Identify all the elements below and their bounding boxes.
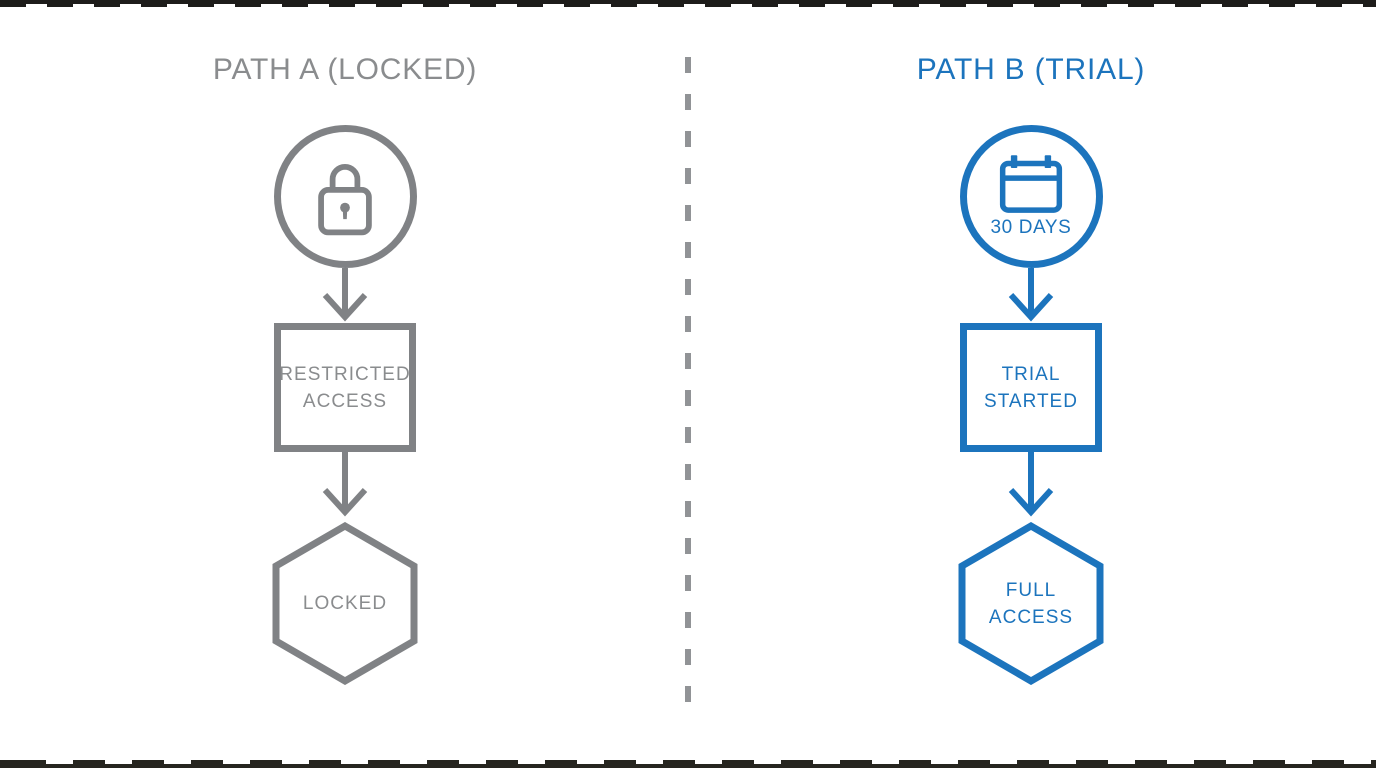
path-b-start-node: 30 DAYS xyxy=(959,125,1103,268)
path-b-end-node: FULL ACCESS xyxy=(958,522,1104,685)
path-b-title: PATH B (TRIAL) xyxy=(916,53,1146,86)
label-line: FULL xyxy=(1005,579,1057,601)
path-a-start-node xyxy=(273,125,417,268)
path-a-process-node: RESTRICTED ACCESS xyxy=(274,323,416,452)
dashed-divider xyxy=(685,57,691,703)
path-b-process-label: TRIAL STARTED xyxy=(984,361,1078,415)
lock-icon xyxy=(318,163,372,235)
path-a-column: PATH A (LOCKED) RESTRICTED ACCESS xyxy=(185,0,505,685)
path-b-column: PATH B (TRIAL) 30 DAYS TRIAL STARTED xyxy=(871,0,1191,685)
path-a-title: PATH A (LOCKED) xyxy=(212,53,478,86)
path-a-end-label: LOCKED xyxy=(272,522,418,685)
label-line: TRIAL xyxy=(1001,363,1061,385)
label-line: LOCKED xyxy=(302,593,388,614)
label-line: STARTED xyxy=(984,390,1078,412)
path-a-end-node: LOCKED xyxy=(272,522,418,685)
arrow-down-icon xyxy=(322,452,368,517)
path-a-process-label: RESTRICTED ACCESS xyxy=(279,361,410,415)
hexagon-shape xyxy=(272,522,418,685)
arrow-down-icon xyxy=(322,268,368,322)
label-line: RESTRICTED xyxy=(279,363,411,385)
label-line: ACCESS xyxy=(988,606,1074,628)
label-line: ACCESS xyxy=(302,390,388,412)
arrow-down-icon xyxy=(1008,268,1054,322)
arrow-down-icon xyxy=(1008,452,1054,517)
top-frame-edge xyxy=(0,0,1376,7)
path-b-end-label: FULL ACCESS xyxy=(958,522,1104,685)
bottom-frame-edge xyxy=(0,760,1376,768)
hexagon-shape xyxy=(958,522,1104,685)
path-b-process-node: TRIAL STARTED xyxy=(960,323,1102,452)
calendar-icon xyxy=(999,154,1063,213)
trial-duration-label: 30 DAYS xyxy=(990,216,1072,238)
